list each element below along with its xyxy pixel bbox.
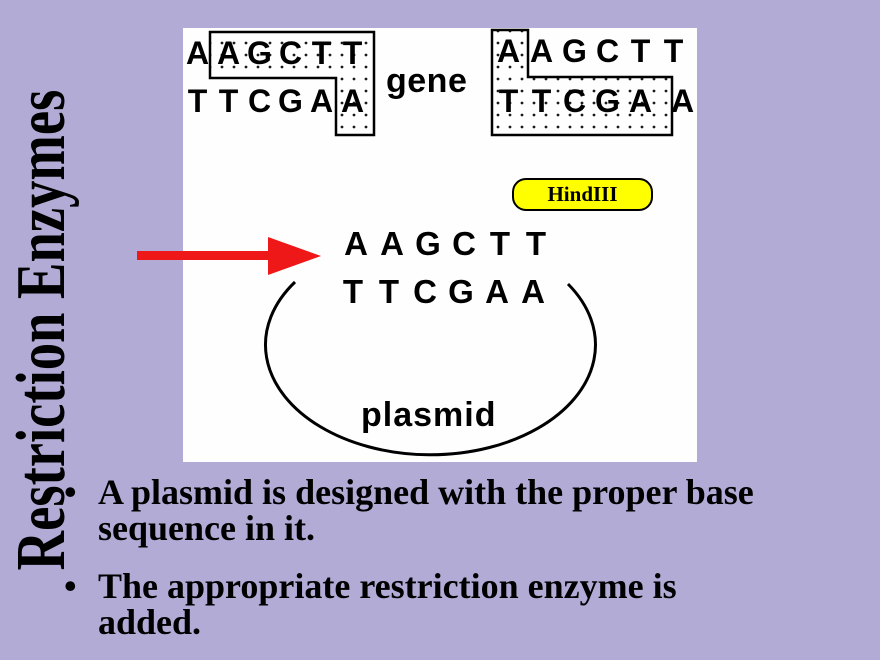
bullet-text: A plasmid is designed with the proper ba… — [98, 472, 754, 548]
bullet-list: • A plasmid is designed with the proper … — [64, 474, 764, 660]
bullet-marker: • — [64, 566, 77, 606]
bullet-item: • The appropriate restriction enzyme is … — [64, 568, 764, 640]
gene-label: gene — [386, 62, 468, 100]
red-arrow-icon — [137, 237, 321, 275]
bullet-marker: • — [64, 472, 77, 512]
bullet-text: The appropriate restriction enzyme is ad… — [98, 566, 677, 642]
diagram-shapes — [208, 28, 674, 457]
right-sticky-end-box — [490, 28, 674, 137]
enzyme-badge: HindIII — [512, 178, 653, 211]
bullet-item: • A plasmid is designed with the proper … — [64, 474, 764, 546]
plasmid-circle — [264, 280, 597, 457]
left-sticky-end-box — [208, 30, 376, 137]
plasmid-label: plasmid — [361, 396, 497, 434]
